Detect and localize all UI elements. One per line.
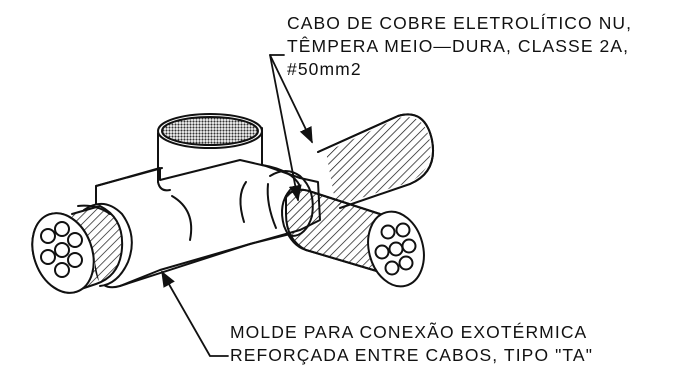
cable-front-right	[281, 188, 381, 273]
leader-mold	[161, 270, 229, 357]
cable-right-end	[367, 210, 425, 288]
mold-callout-line-1: MOLDE PARA CONEXÃO EXOTÉRMICA	[230, 322, 588, 342]
cable-callout-line-3: #50mm2	[287, 59, 362, 79]
mold-callout-line-2: REFORÇADA ENTRE CABOS, TIPO "TA"	[230, 345, 593, 365]
cable-callout-text: CABO DE COBRE ELETROLÍTICO NU, TÊMPERA M…	[287, 12, 632, 81]
cable-left-end	[31, 205, 124, 294]
cable-back-right	[317, 113, 434, 209]
cable-callout-line-2: TÊMPERA MEIO—DURA, CLASSE 2A,	[287, 36, 630, 56]
cable-callout-line-1: CABO DE COBRE ELETROLÍTICO NU,	[287, 13, 633, 33]
mold-callout-text: MOLDE PARA CONEXÃO EXOTÉRMICA REFORÇADA …	[230, 321, 593, 367]
leader-cable	[269, 54, 313, 202]
